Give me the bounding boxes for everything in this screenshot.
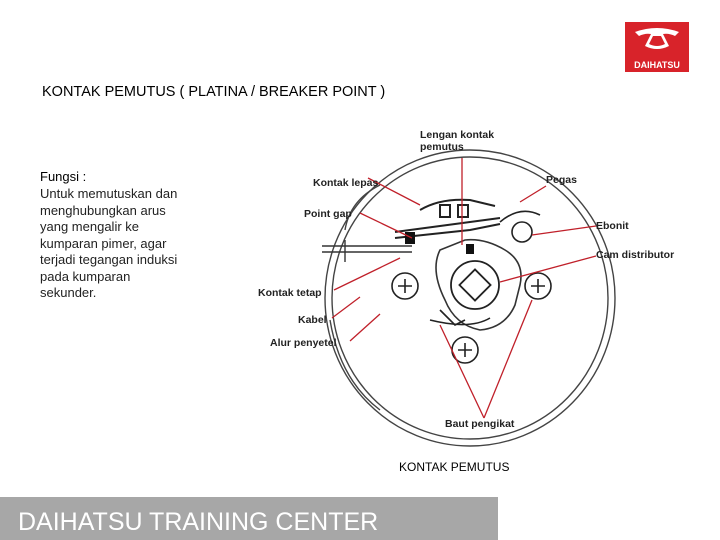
- label-lengan-kontak-line2: pemutus: [420, 141, 464, 153]
- label-ebonit: Ebonit: [596, 220, 629, 232]
- leader-lines: [331, 158, 597, 419]
- fungsi-description: Untuk memutuskan dan menghubungkan arus …: [40, 186, 220, 302]
- fungsi-line: terjadi tegangan induksi: [40, 252, 178, 267]
- footer-text: DAIHATSU TRAINING CENTER: [18, 508, 379, 536]
- fungsi-heading: Fungsi :: [40, 169, 87, 184]
- label-kontak-lepas: Kontak lepas: [313, 177, 379, 189]
- cam-distributor: [450, 260, 500, 310]
- footer-bar: [0, 497, 498, 540]
- label-kabel: Kabel: [298, 314, 327, 326]
- contact-points: [405, 232, 474, 254]
- fungsi-line: Untuk memutuskan dan: [40, 186, 178, 201]
- label-alur-penyetel: Alur penyetel: [270, 337, 337, 349]
- label-lengan-kontak: Lengan kontak pemutus: [420, 129, 494, 153]
- adjusting-slot: [429, 309, 491, 326]
- label-lengan-kontak-line1: Lengan kontak: [420, 129, 495, 141]
- logo-wordmark: DAIHATSU: [625, 58, 689, 72]
- label-cam-distributor: Cam distributor: [596, 249, 675, 261]
- label-baut-pengikat: Baut pengikat: [445, 418, 515, 430]
- distributor-housing: [324, 149, 616, 447]
- spring-pegas: [499, 210, 541, 243]
- breaker-plate: [435, 238, 522, 331]
- label-kontak-tetap: Kontak tetap: [258, 287, 322, 299]
- page-title: KONTAK PEMUTUS ( PLATINA / BREAKER POINT…: [42, 84, 386, 100]
- fungsi-line: yang mengalir ke: [40, 219, 139, 234]
- fungsi-line: kumparan pimer, agar: [40, 235, 167, 251]
- wire-kabel: [322, 240, 412, 262]
- diagram-caption: KONTAK PEMUTUS: [399, 460, 510, 474]
- fungsi-line: sekunder.: [40, 285, 97, 300]
- daihatsu-logo: DAIHATSU: [625, 22, 689, 74]
- label-point-gap: Point gap: [304, 208, 352, 220]
- daihatsu-emblem-icon: [625, 22, 689, 58]
- screws: [391, 272, 552, 364]
- label-pegas: Pegas: [546, 174, 577, 186]
- fungsi-line: menghubungkan arus: [40, 202, 166, 218]
- fungsi-line: pada kumparan: [40, 268, 131, 284]
- contact-arm: [394, 198, 501, 239]
